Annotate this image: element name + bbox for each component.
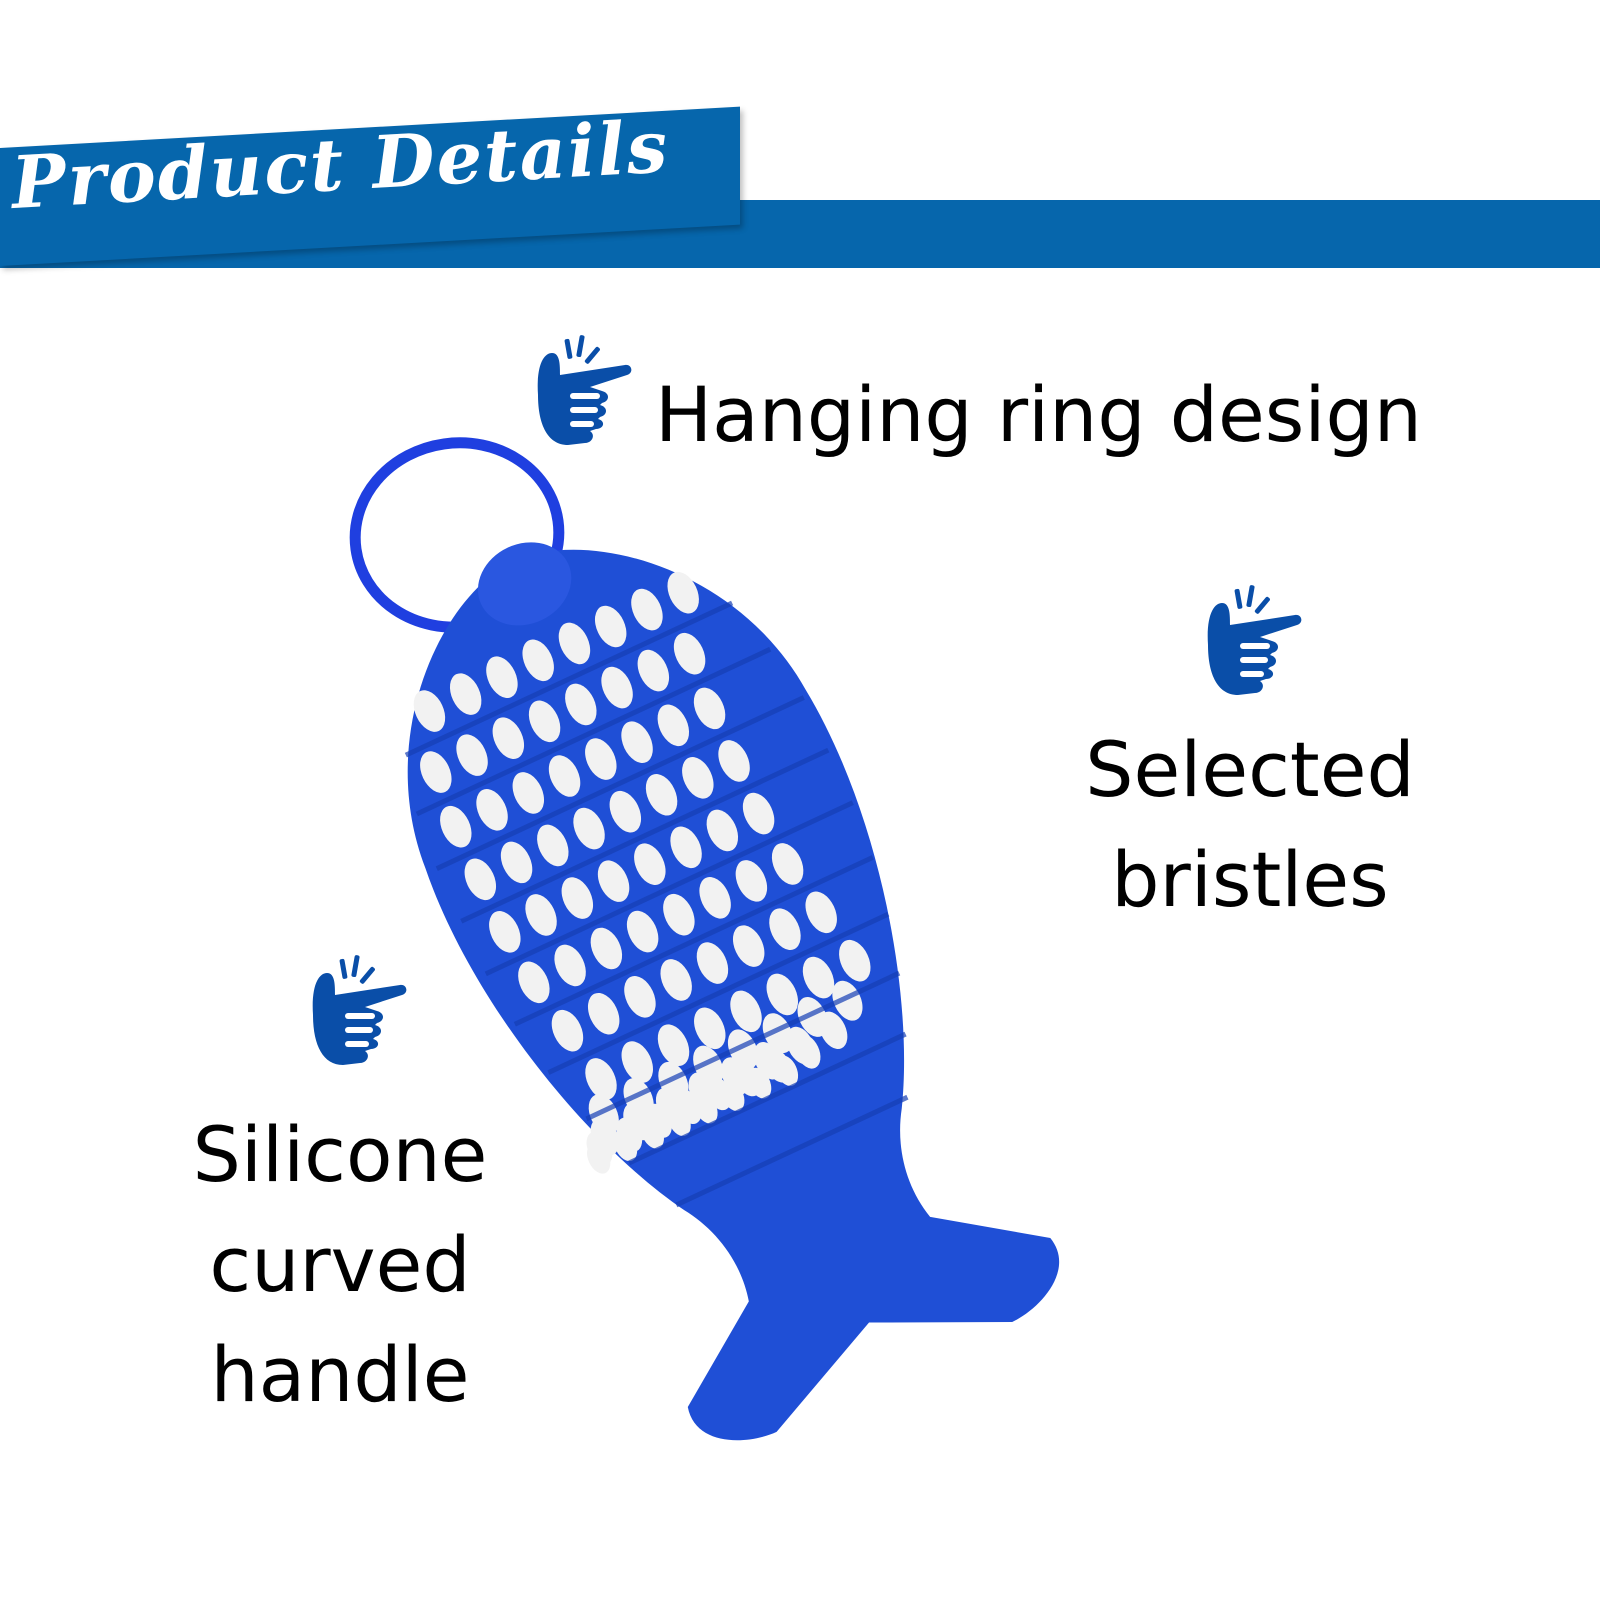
feature-label-line: Silicone: [192, 1110, 488, 1199]
ridges: [404, 600, 909, 1208]
feature-silicone-handle: Silicone curved handle: [160, 1100, 520, 1430]
feature-label-line: curved: [209, 1220, 471, 1309]
feature-label-line: bristles: [1111, 835, 1389, 924]
feature-label-line: Selected: [1085, 725, 1415, 814]
pointing-hand-icon: [312, 955, 407, 1065]
bristle-rows: [413, 571, 877, 1178]
feature-label-line: handle: [210, 1330, 470, 1419]
pointing-hand-icon: [537, 335, 632, 445]
feature-label: Hanging ring design: [655, 370, 1422, 459]
feature-selected-bristles: Selected bristles: [1060, 715, 1440, 935]
feature-hanging-ring: Hanging ring design: [655, 360, 1422, 470]
pointing-hand-icon: [1207, 585, 1302, 695]
